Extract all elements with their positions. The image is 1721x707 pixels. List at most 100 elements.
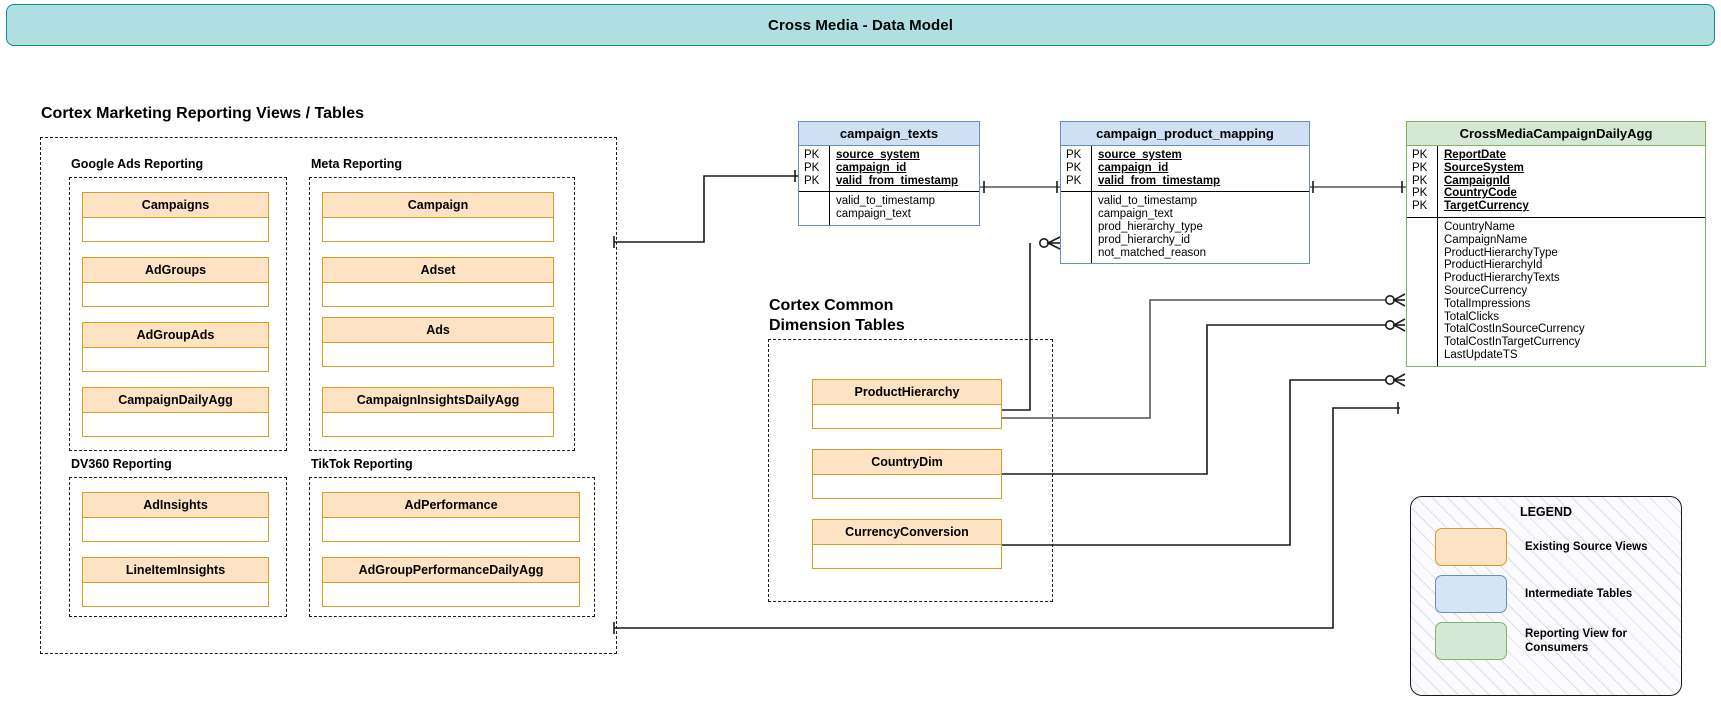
entity-campaigndailyagg[interactable]: CampaignDailyAgg <box>82 387 269 437</box>
er-attr-field-column: valid_to_timestamp campaign_text prod_hi… <box>1091 192 1309 264</box>
er-pk-field: campaign_id <box>836 161 907 174</box>
entity-adinsights[interactable]: AdInsights <box>82 492 269 542</box>
er-table-cross-media-campaign-daily-agg[interactable]: CrossMediaCampaignDailyAgg PK PK PK PK P… <box>1406 121 1706 367</box>
entity-adperformance[interactable]: AdPerformance <box>322 492 580 542</box>
er-pk-section: PK PK PK source_system campaign_id valid… <box>799 146 979 192</box>
er-pk-field-column: source_system campaign_id valid_from_tim… <box>1091 146 1309 192</box>
entity-title: AdInsights <box>82 492 269 518</box>
er-pk-field-column: ReportDate SourceSystem CampaignId Count… <box>1437 146 1705 217</box>
er-table-campaign-texts[interactable]: campaign_texts PK PK PK source_system ca… <box>798 121 980 226</box>
er-key: PK <box>1066 149 1082 161</box>
entity-title: AdGroupAds <box>82 322 269 348</box>
er-pk-field: source_system <box>836 149 920 161</box>
legend-label: Reporting View for Consumers <box>1525 628 1628 654</box>
entity-body <box>322 218 554 242</box>
legend-swatch-blue <box>1435 575 1507 613</box>
entity-title: CountryDim <box>812 449 1002 475</box>
er-field: prod_hierarchy_id <box>1098 233 1191 246</box>
er-field: SourceCurrency <box>1444 284 1528 297</box>
entity-body <box>322 583 580 607</box>
er-field: TotalImpressions <box>1444 297 1531 310</box>
group-caption-google-ads: Google Ads Reporting <box>71 157 204 171</box>
er-key: PK <box>1412 149 1428 161</box>
entity-lineiteminsights[interactable]: LineItemInsights <box>82 557 269 607</box>
reporting-outer-container <box>40 137 617 654</box>
er-pk-field: source_system <box>1098 149 1182 161</box>
entity-ads[interactable]: Ads <box>322 317 554 367</box>
entity-title: Campaigns <box>82 192 269 218</box>
entity-title: CampaignInsightsDailyAgg <box>322 387 554 413</box>
entity-body <box>82 413 269 437</box>
entity-title: Campaign <box>322 192 554 218</box>
entity-title: AdGroups <box>82 257 269 283</box>
entity-campaign[interactable]: Campaign <box>322 192 554 242</box>
group-caption-tiktok: TikTok Reporting <box>311 457 413 471</box>
er-table-title: campaign_product_mapping <box>1061 122 1309 146</box>
entity-campaigninsightsdailyagg[interactable]: CampaignInsightsDailyAgg <box>322 387 554 437</box>
entity-body <box>812 405 1002 429</box>
er-field: valid_to_timestamp <box>836 195 936 208</box>
dimension-section-caption: Cortex Common Dimension Tables <box>769 297 905 334</box>
entity-title: AdGroupPerformanceDailyAgg <box>322 557 580 583</box>
entity-title: ProductHierarchy <box>812 379 1002 405</box>
er-field: TotalCostInTargetCurrency <box>1444 336 1581 349</box>
entity-currencyconversion[interactable]: CurrencyConversion <box>812 519 1002 569</box>
er-key-column: PK PK PK PK PK <box>1407 146 1437 217</box>
er-attr-field-column: valid_to_timestamp campaign_text <box>829 192 979 225</box>
group-caption-dv360: DV360 Reporting <box>71 457 172 471</box>
entity-adgroupperformancedailyagg[interactable]: AdGroupPerformanceDailyAgg <box>322 557 580 607</box>
entity-title: Ads <box>322 317 554 343</box>
er-key-column: PK PK PK <box>799 146 829 191</box>
er-field: ProductHierarchyId <box>1444 259 1543 272</box>
er-field: ProductHierarchyTexts <box>1444 272 1560 285</box>
entity-body <box>322 518 580 542</box>
entity-body <box>82 218 269 242</box>
er-key-column-empty <box>1061 192 1091 263</box>
entity-body <box>812 475 1002 499</box>
entity-title: LineItemInsights <box>82 557 269 583</box>
er-pk-field: valid_from_timestamp <box>1098 174 1221 187</box>
entity-campaigns[interactable]: Campaigns <box>82 192 269 242</box>
legend-item-intermediate-tables: Intermediate Tables <box>1435 575 1681 613</box>
entity-countrydim[interactable]: CountryDim <box>812 449 1002 499</box>
er-field: TotalClicks <box>1444 310 1499 323</box>
er-key-column: PK PK PK <box>1061 146 1091 191</box>
entity-adgroups[interactable]: AdGroups <box>82 257 269 307</box>
entity-adgroupads[interactable]: AdGroupAds <box>82 322 269 372</box>
legend-item-reporting-view: Reporting View for Consumers <box>1435 622 1681 660</box>
er-key: PK <box>804 149 820 161</box>
group-container-meta <box>309 177 575 451</box>
er-pk-field: campaign_id <box>1098 161 1169 174</box>
er-field: LastUpdateTS <box>1444 348 1518 361</box>
entity-title: CurrencyConversion <box>812 519 1002 545</box>
er-key: PK <box>1066 174 1082 187</box>
dimension-container <box>768 339 1053 602</box>
entity-body <box>322 283 554 307</box>
entity-adset[interactable]: Adset <box>322 257 554 307</box>
entity-body <box>82 348 269 372</box>
legend-swatch-orange <box>1435 528 1507 566</box>
er-pk-field: SourceSystem <box>1444 161 1524 174</box>
er-key-column-empty <box>799 192 829 225</box>
entity-title: Adset <box>322 257 554 283</box>
er-key: PK <box>1066 161 1082 174</box>
er-table-campaign-product-mapping[interactable]: campaign_product_mapping PK PK PK source… <box>1060 121 1310 265</box>
legend-item-existing-source-views: Existing Source Views <box>1435 528 1681 566</box>
legend-panel: LEGEND Existing Source Views Intermediat… <box>1410 496 1682 696</box>
entity-producthierarchy[interactable]: ProductHierarchy <box>812 379 1002 429</box>
er-attr-field-column: CountryName CampaignName ProductHierarch… <box>1437 217 1705 366</box>
entity-body <box>82 283 269 307</box>
er-key: PK <box>804 174 820 187</box>
entity-body <box>82 518 269 542</box>
legend-label: Existing Source Views <box>1525 541 1648 553</box>
er-key: PK <box>804 161 820 174</box>
er-pk-field-column: source_system campaign_id valid_from_tim… <box>829 146 979 192</box>
er-field: valid_to_timestamp <box>1098 195 1198 208</box>
er-pk-field: CountryCode <box>1444 187 1517 200</box>
er-key: PK <box>1412 187 1428 200</box>
er-key-column-empty <box>1407 218 1437 366</box>
entity-body <box>812 545 1002 569</box>
er-field: campaign_text <box>836 208 911 221</box>
entity-title: CampaignDailyAgg <box>82 387 269 413</box>
